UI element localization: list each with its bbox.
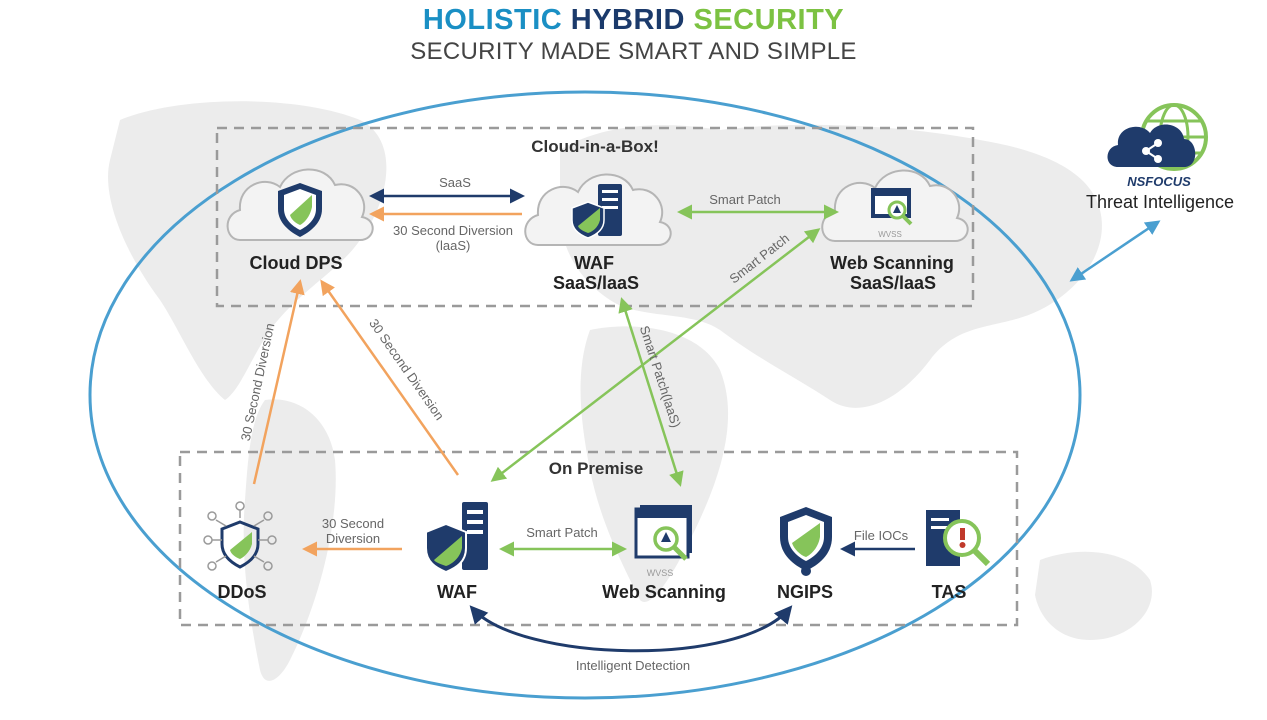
edge-diversion-cloud-label: 30 Second Diversion bbox=[393, 223, 513, 238]
edge-smart-patch-onprem-label: Smart Patch bbox=[526, 525, 598, 540]
edge-diversion-left bbox=[252, 279, 305, 485]
ddos-icon bbox=[203, 501, 277, 571]
edge-diversion-ddos-sublabel: Diversion bbox=[326, 531, 380, 546]
edge-intelligent-detection bbox=[469, 605, 793, 653]
web-scanning-cloud-sublabel: SaaS/laaS bbox=[850, 273, 936, 293]
waf-onprem-label: WAF bbox=[437, 582, 477, 602]
tas-icon bbox=[926, 510, 991, 567]
nsfocus-logo: NSFOCUS bbox=[1127, 174, 1191, 189]
waf-cloud-label: WAF bbox=[574, 253, 614, 273]
page-subtitle: SECURITY MADE SMART AND SIMPLE bbox=[410, 38, 857, 65]
edge-threat-intelligence bbox=[1069, 220, 1161, 282]
hybrid-ellipse bbox=[88, 90, 1082, 700]
onprem-box bbox=[178, 450, 1019, 627]
page-title: HOLISTIC HYBRID SECURITY bbox=[0, 4, 1267, 37]
waf-cloud-sublabel: SaaS/laaS bbox=[553, 273, 639, 293]
threat-intelligence-label: Threat Intelligence bbox=[1086, 192, 1234, 212]
edge-saas-label: SaaS bbox=[439, 175, 471, 190]
edge-diversion-cloud-sublabel: (laaS) bbox=[436, 238, 471, 253]
ddos-label: DDoS bbox=[218, 582, 267, 602]
wvss-onprem-label: WVSS bbox=[647, 568, 674, 578]
web-scanning-cloud-label: Web Scanning bbox=[830, 253, 954, 273]
edge-smart-patch-top-label: Smart Patch bbox=[709, 192, 781, 207]
web-scanning-cloud-icon bbox=[821, 169, 969, 242]
waf-cloud-icon bbox=[524, 173, 672, 246]
cloud-dps-icon bbox=[226, 168, 374, 241]
title-word-hybrid: HYBRID bbox=[570, 4, 685, 36]
edge-diversion-ddos-label: 30 Second bbox=[322, 516, 384, 531]
cloud-dps-label: Cloud DPS bbox=[250, 253, 343, 273]
onprem-box-label: On Premise bbox=[549, 459, 644, 478]
wvss-cloud-label: WVSS bbox=[878, 230, 902, 239]
web-scanning-onprem-icon bbox=[634, 505, 692, 561]
edge-diversion-waf bbox=[320, 279, 460, 476]
edge-smart-patch-iaas bbox=[618, 297, 684, 487]
ngips-icon bbox=[780, 507, 832, 576]
threat-intelligence-icon bbox=[1107, 103, 1208, 171]
edge-diversion-waf-label: 30 Second Diversion bbox=[366, 316, 447, 423]
cloud-box-label: Cloud-in-a-Box! bbox=[531, 137, 658, 156]
title-word-security: SECURITY bbox=[693, 4, 845, 36]
edge-file-iocs-label: File IOCs bbox=[854, 528, 909, 543]
web-scanning-onprem-label: Web Scanning bbox=[602, 582, 726, 602]
tas-label: TAS bbox=[932, 582, 967, 602]
waf-onprem-icon bbox=[425, 502, 488, 574]
edge-intelligent-detection-label: Intelligent Detection bbox=[576, 658, 690, 673]
ngips-label: NGIPS bbox=[777, 582, 833, 602]
title-word-holistic: HOLISTIC bbox=[422, 4, 563, 36]
